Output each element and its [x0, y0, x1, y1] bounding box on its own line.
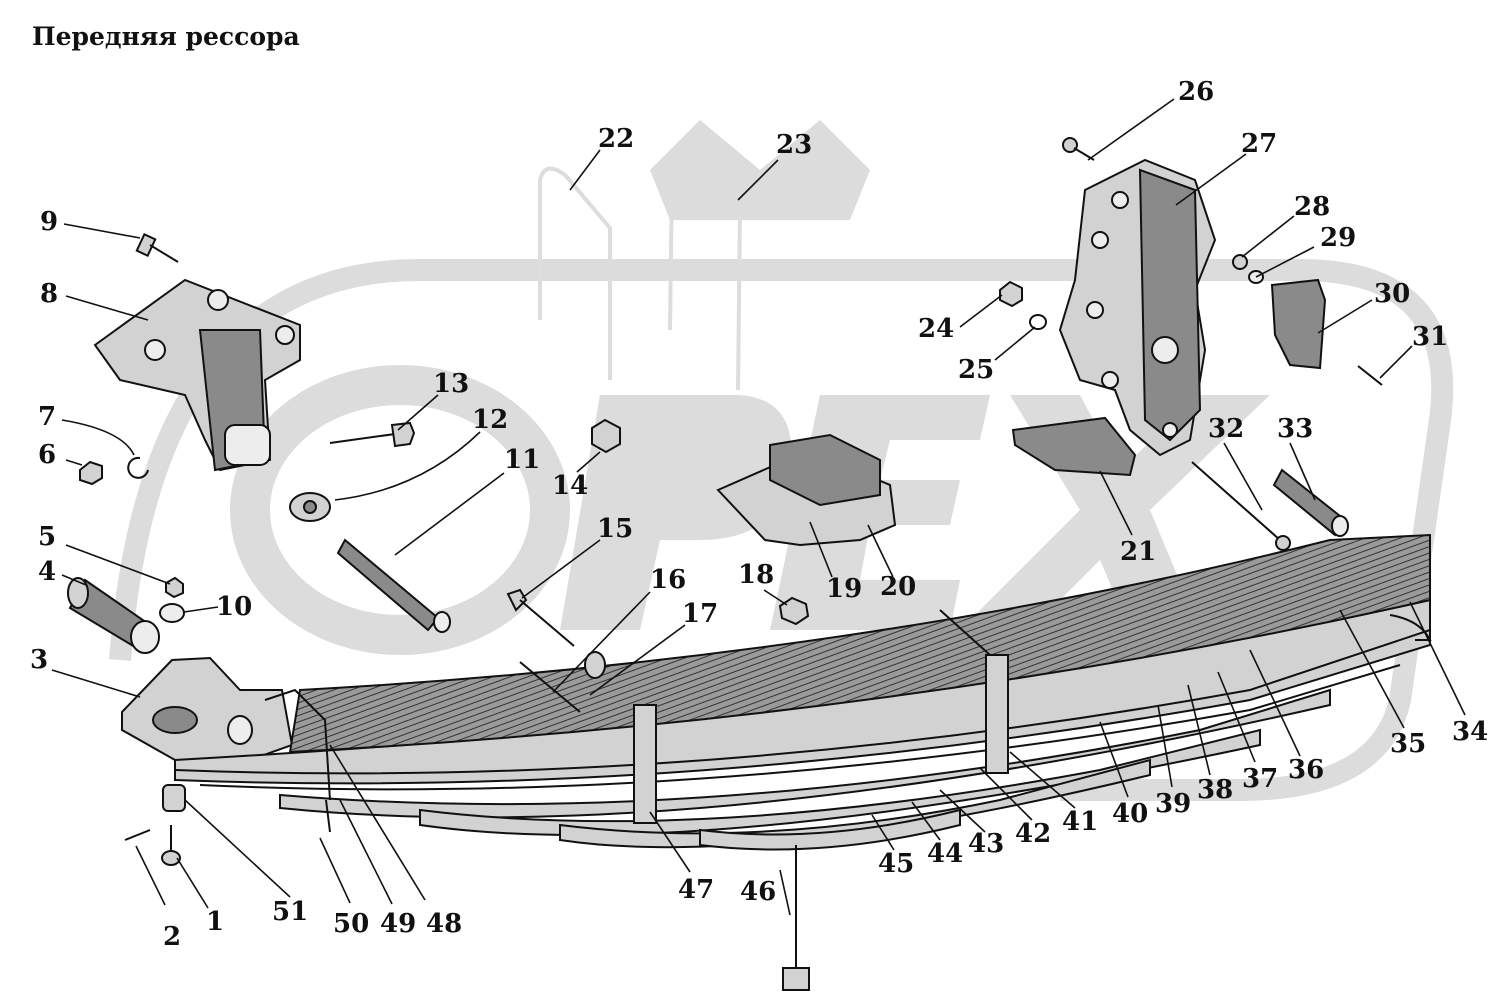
callout-9: 9 — [40, 207, 58, 237]
u-bolt-22 — [538, 166, 612, 380]
callout-25: 25 — [958, 355, 994, 385]
diagram-title: Передняя рессора — [32, 22, 300, 51]
callout-36: 36 — [1288, 755, 1324, 785]
bolt-26 — [1062, 137, 1095, 161]
bolt-13 — [329, 421, 416, 448]
callout-31: 31 — [1412, 322, 1448, 352]
callout-34: 34 — [1452, 717, 1488, 747]
clamp-47 — [633, 704, 657, 824]
nut-14 — [591, 418, 621, 454]
callout-45: 45 — [878, 849, 914, 879]
callout-20: 20 — [880, 572, 916, 602]
bushing-4 — [67, 577, 160, 654]
spring-washer-7 — [127, 456, 149, 479]
callout-1: 1 — [206, 907, 224, 937]
bolt-50 — [325, 799, 331, 833]
callout-26: 26 — [1178, 77, 1214, 107]
centre-bolt-46 — [782, 845, 810, 991]
callout-4: 4 — [38, 557, 56, 587]
nut-24 — [999, 280, 1023, 308]
leaf-spring-pack — [174, 533, 1432, 851]
callout-21: 21 — [1120, 537, 1156, 567]
grease-fitting-12 — [289, 492, 331, 522]
callout-41: 41 — [1062, 807, 1098, 837]
callout-11: 11 — [504, 445, 540, 475]
callout-38: 38 — [1197, 775, 1233, 805]
pad-21 — [1011, 416, 1137, 477]
callout-8: 8 — [40, 279, 58, 309]
callout-42: 42 — [1015, 819, 1051, 849]
callout-23: 23 — [776, 130, 812, 160]
cotter-pin-2 — [124, 829, 151, 841]
callout-3: 3 — [30, 645, 48, 675]
callout-13: 13 — [433, 369, 469, 399]
bolt-9 — [135, 232, 179, 263]
callout-28: 28 — [1294, 192, 1330, 222]
callout-33: 33 — [1277, 414, 1313, 444]
callout-24: 24 — [918, 314, 954, 344]
callout-14: 14 — [552, 471, 588, 501]
callout-16: 16 — [650, 565, 686, 595]
bolt-1 — [161, 825, 181, 866]
front-spring-bracket — [93, 278, 301, 472]
callout-29: 29 — [1320, 223, 1356, 253]
callout-32: 32 — [1208, 414, 1244, 444]
callout-5: 5 — [38, 522, 56, 552]
callout-27: 27 — [1241, 129, 1277, 159]
callout-17: 17 — [682, 599, 718, 629]
bolt-15 — [506, 588, 575, 647]
washer-10 — [159, 603, 185, 623]
clip-48 — [264, 688, 331, 801]
callout-50: 50 — [333, 909, 369, 939]
u-bolt-23 — [668, 159, 743, 391]
bolt-31 — [1357, 365, 1383, 386]
callout-15: 15 — [597, 514, 633, 544]
callout-48: 48 — [426, 909, 462, 939]
clip-17 — [584, 651, 606, 679]
washer-25 — [1029, 314, 1047, 330]
nut-6 — [79, 460, 103, 486]
clamp-42 — [985, 654, 1009, 774]
spacer-51 — [162, 784, 186, 812]
nut-5 — [165, 576, 184, 599]
callout-12: 12 — [472, 405, 508, 435]
spring-pad-19-20 — [716, 433, 897, 547]
callout-labels: 1 2 3 4 5 6 7 8 9 10 11 12 13 14 15 16 1… — [30, 77, 1488, 952]
clamp-bolt — [939, 609, 991, 656]
spring-end-bracket-3 — [121, 656, 294, 761]
bushing-33 — [1272, 468, 1349, 537]
callout-49: 49 — [380, 909, 416, 939]
bolt-32 — [1191, 461, 1291, 551]
bracket-insert-30 — [1270, 278, 1327, 370]
callout-7: 7 — [38, 402, 56, 432]
callout-22: 22 — [598, 124, 634, 154]
leader-lines — [51, 98, 1466, 916]
callout-2: 2 — [163, 922, 181, 952]
callout-40: 40 — [1112, 799, 1148, 829]
callout-43: 43 — [968, 829, 1004, 859]
callout-30: 30 — [1374, 279, 1410, 309]
callout-44: 44 — [927, 839, 963, 869]
callout-47: 47 — [678, 875, 714, 905]
callout-35: 35 — [1390, 729, 1426, 759]
callout-46: 46 — [740, 877, 776, 907]
nut-28 — [1232, 254, 1248, 270]
callout-39: 39 — [1155, 789, 1191, 819]
callout-19: 19 — [826, 574, 862, 604]
callout-37: 37 — [1242, 764, 1278, 794]
callout-18: 18 — [738, 560, 774, 590]
callout-10: 10 — [216, 592, 252, 622]
pin-16 — [519, 661, 581, 713]
callout-51: 51 — [272, 897, 308, 927]
rear-spring-bracket-27 — [1058, 158, 1217, 457]
watermark-logo — [109, 120, 1454, 801]
callout-6: 6 — [38, 440, 56, 470]
spring-pin-11 — [336, 538, 451, 633]
